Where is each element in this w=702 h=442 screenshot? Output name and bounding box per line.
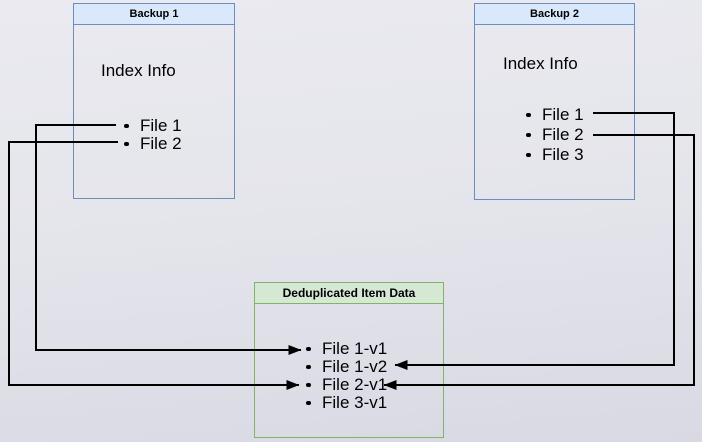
file-item: File 2-v1	[306, 376, 387, 394]
backup1-index-info-label: Index Info	[101, 61, 176, 80]
backup1-header: Backup 1	[74, 4, 234, 25]
file-item: File 2	[526, 125, 584, 145]
file-item: File 1	[526, 105, 584, 125]
backup2-header: Backup 2	[475, 4, 634, 25]
file-item: File 3-v1	[306, 394, 387, 412]
backup1-title: Backup 1	[129, 8, 179, 20]
dedup-title: Deduplicated Item Data	[282, 286, 416, 300]
file-item: File 3	[526, 145, 584, 165]
dedup-header: Deduplicated Item Data	[255, 283, 443, 304]
file-item: File 1-v1	[306, 340, 387, 358]
file-item: File 2	[124, 135, 182, 153]
file-item: File 1-v2	[306, 358, 387, 376]
file-item: File 1	[124, 117, 182, 135]
backup2-title: Backup 2	[530, 8, 579, 20]
backup2-index-info-label: Index Info	[503, 54, 578, 73]
